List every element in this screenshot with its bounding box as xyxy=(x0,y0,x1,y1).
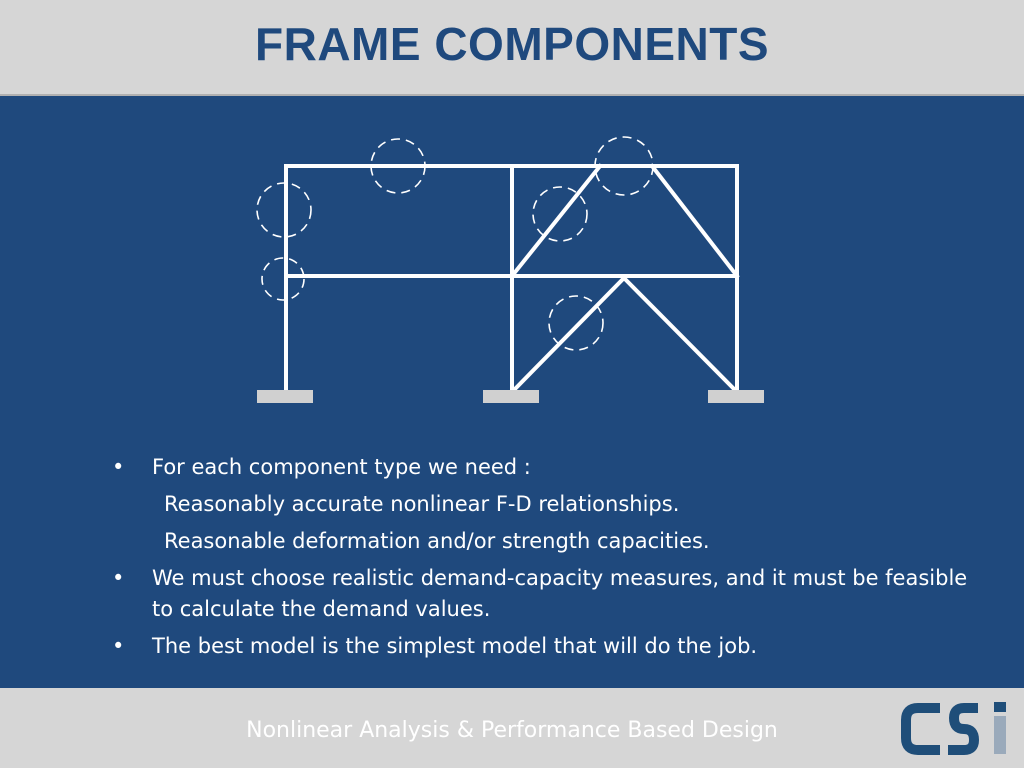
support-middle xyxy=(483,390,539,403)
component-circle-roof-joint xyxy=(594,136,654,196)
title-bar: FRAME COMPONENTS xyxy=(0,0,1024,96)
bullet-item: • We must choose realistic demand-capaci… xyxy=(110,563,990,625)
logo-i-stem xyxy=(994,716,1006,754)
logo-c xyxy=(901,703,940,755)
bullet-marker: • xyxy=(112,455,125,479)
bullet-item: • The best model is the simplest model t… xyxy=(110,631,990,662)
footer-bar: Nonlinear Analysis & Performance Based D… xyxy=(0,688,1024,768)
bullet-item: • For each component type we need : xyxy=(110,452,990,483)
support-left xyxy=(257,390,313,403)
bullet-marker: • xyxy=(112,634,125,658)
logo-i-dot xyxy=(994,702,1006,712)
frame-diagram xyxy=(256,136,764,403)
bullet-text: We must choose realistic demand-capacity… xyxy=(152,566,968,621)
csi-logo-icon xyxy=(901,702,1006,755)
sub-item: Reasonably accurate nonlinear F-D relati… xyxy=(110,489,990,520)
brace-upper-right xyxy=(649,163,740,279)
slide-title: FRAME COMPONENTS xyxy=(255,18,769,70)
brace-lower-right xyxy=(621,275,740,395)
sub-text: Reasonable deformation and/or strength c… xyxy=(164,529,710,553)
bullet-text: The best model is the simplest model tha… xyxy=(152,634,758,658)
logo-s xyxy=(948,703,980,755)
brace-lower-left xyxy=(509,275,627,395)
bullet-text: For each component type we need : xyxy=(152,455,531,479)
component-circle-roof-beam xyxy=(370,138,426,194)
component-circle-left-joint xyxy=(261,257,305,301)
sub-text: Reasonably accurate nonlinear F-D relati… xyxy=(164,492,680,516)
support-right xyxy=(708,390,764,403)
bullet-marker: • xyxy=(112,566,125,590)
bullet-list: • For each component type we need : Reas… xyxy=(110,452,990,662)
component-circle-left-column xyxy=(256,182,312,238)
component-circle-lower-brace xyxy=(548,295,604,351)
footer-caption: Nonlinear Analysis & Performance Based D… xyxy=(246,718,778,743)
brace-upper-left xyxy=(509,163,603,279)
component-circle-upper-brace xyxy=(532,186,588,242)
sub-item: Reasonable deformation and/or strength c… xyxy=(110,526,990,557)
